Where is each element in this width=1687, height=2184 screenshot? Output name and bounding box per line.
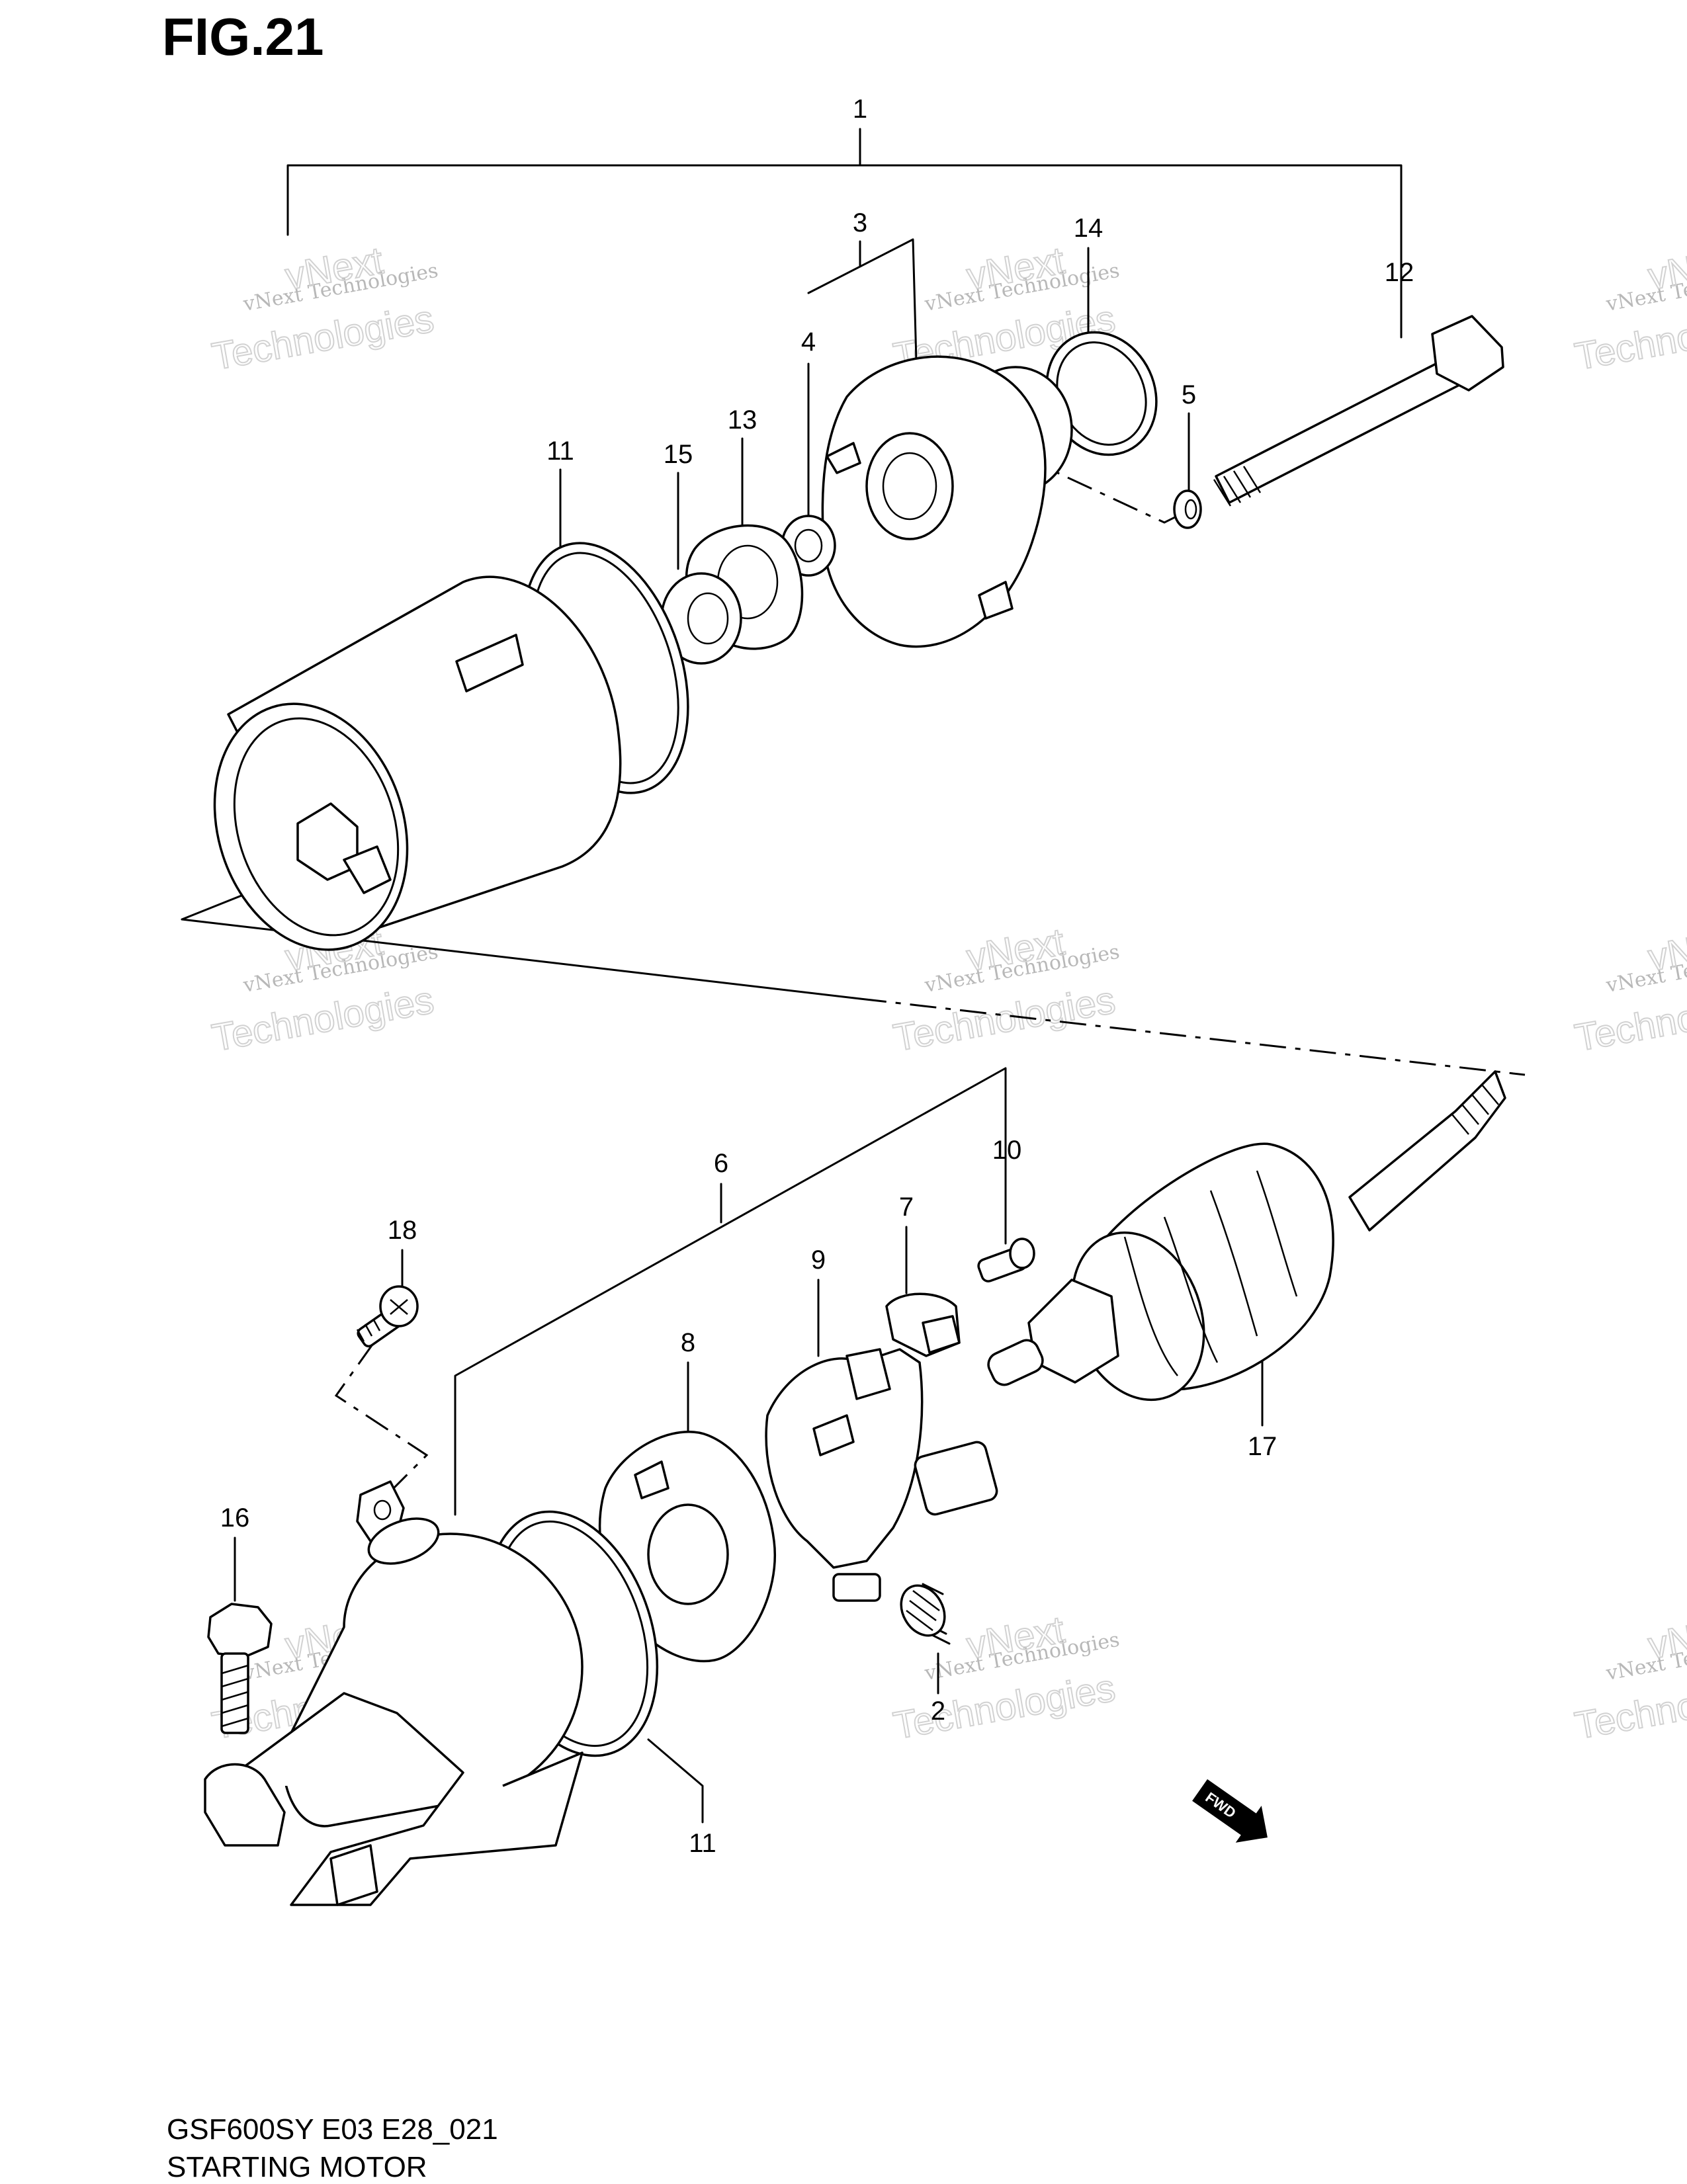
watermark-large-2: Technologies (209, 297, 437, 378)
callout-9: 9 (811, 1245, 826, 1275)
part-yoke-housing (213, 575, 622, 951)
watermark-large-2: Technologies (890, 1666, 1119, 1747)
callout-7: 7 (899, 1193, 914, 1222)
callout-3: 3 (853, 208, 867, 237)
callout-5: 5 (1182, 380, 1196, 409)
centerline-18 (334, 1342, 429, 1499)
callout-11-top: 11 (546, 437, 574, 466)
part-6-end-housing (204, 1480, 584, 1906)
callout-15: 14 (1074, 214, 1103, 243)
part-7-clip (885, 1292, 961, 1357)
callout-4: 4 (801, 327, 816, 357)
part-3-end-housing (821, 355, 1073, 648)
bracket-3 (807, 238, 918, 362)
callout-2: 2 (931, 1697, 945, 1726)
bracket-1 (286, 164, 1403, 339)
part-12-through-bolt (1213, 315, 1504, 507)
part-18-screw (356, 1285, 419, 1348)
leader-11-bottom (647, 1738, 704, 1824)
callout-16: 17 (1248, 1432, 1277, 1461)
watermark-large-1: vNext (1645, 1608, 1687, 1667)
callout-10: 10 (992, 1136, 1022, 1165)
callout-6: 6 (714, 1149, 728, 1178)
part-16-armature (987, 1070, 1506, 1402)
watermark: vNext Technologies vNext Technologies (890, 919, 1121, 1060)
part-17-bolt (207, 1603, 273, 1734)
part-2-spring (900, 1583, 951, 1645)
watermark-large-2: Technologies (209, 978, 437, 1060)
callout-17: 16 (220, 1503, 250, 1533)
callout-labels: 1 3 14 12 4 5 13 15 11 6 10 7 18 9 8 17 … (220, 95, 1414, 1858)
watermark: vNext Technologies vNext Technologies (1571, 1607, 1687, 1748)
part-10-screw (977, 1238, 1035, 1282)
callout-1: 1 (853, 95, 867, 124)
callout-8: 8 (681, 1328, 695, 1357)
callout-14: 15 (664, 440, 693, 469)
figure-title: FIG.21 (162, 7, 324, 66)
bracket-6 (454, 1067, 1007, 1516)
fwd-direction-badge: FWD (1192, 1779, 1268, 1843)
watermark-large-1: vNext (1645, 920, 1687, 980)
part-9-brush-holder (765, 1348, 998, 1602)
figure-code: GSF600SY E03 E28_021 (167, 2113, 498, 2146)
part-14-washer (660, 572, 742, 665)
watermark: vNext Technologies vNext Technologies (208, 238, 440, 379)
part-5-washer (1173, 489, 1202, 529)
watermark: vNext Technologies vNext Technologies (1571, 238, 1687, 379)
callout-13: 13 (728, 405, 757, 435)
watermark-large-1: vNext (1645, 239, 1687, 298)
callout-18: 18 (388, 1216, 417, 1245)
centerline-main (859, 997, 1526, 1076)
figure-name: STARTING MOTOR (167, 2151, 427, 2183)
watermark-large-2: Technologies (890, 978, 1119, 1060)
callout-11-bottom: 11 (689, 1829, 716, 1858)
callout-12: 12 (1385, 258, 1414, 287)
watermark: vNext Technologies vNext Technologies (1571, 919, 1687, 1060)
